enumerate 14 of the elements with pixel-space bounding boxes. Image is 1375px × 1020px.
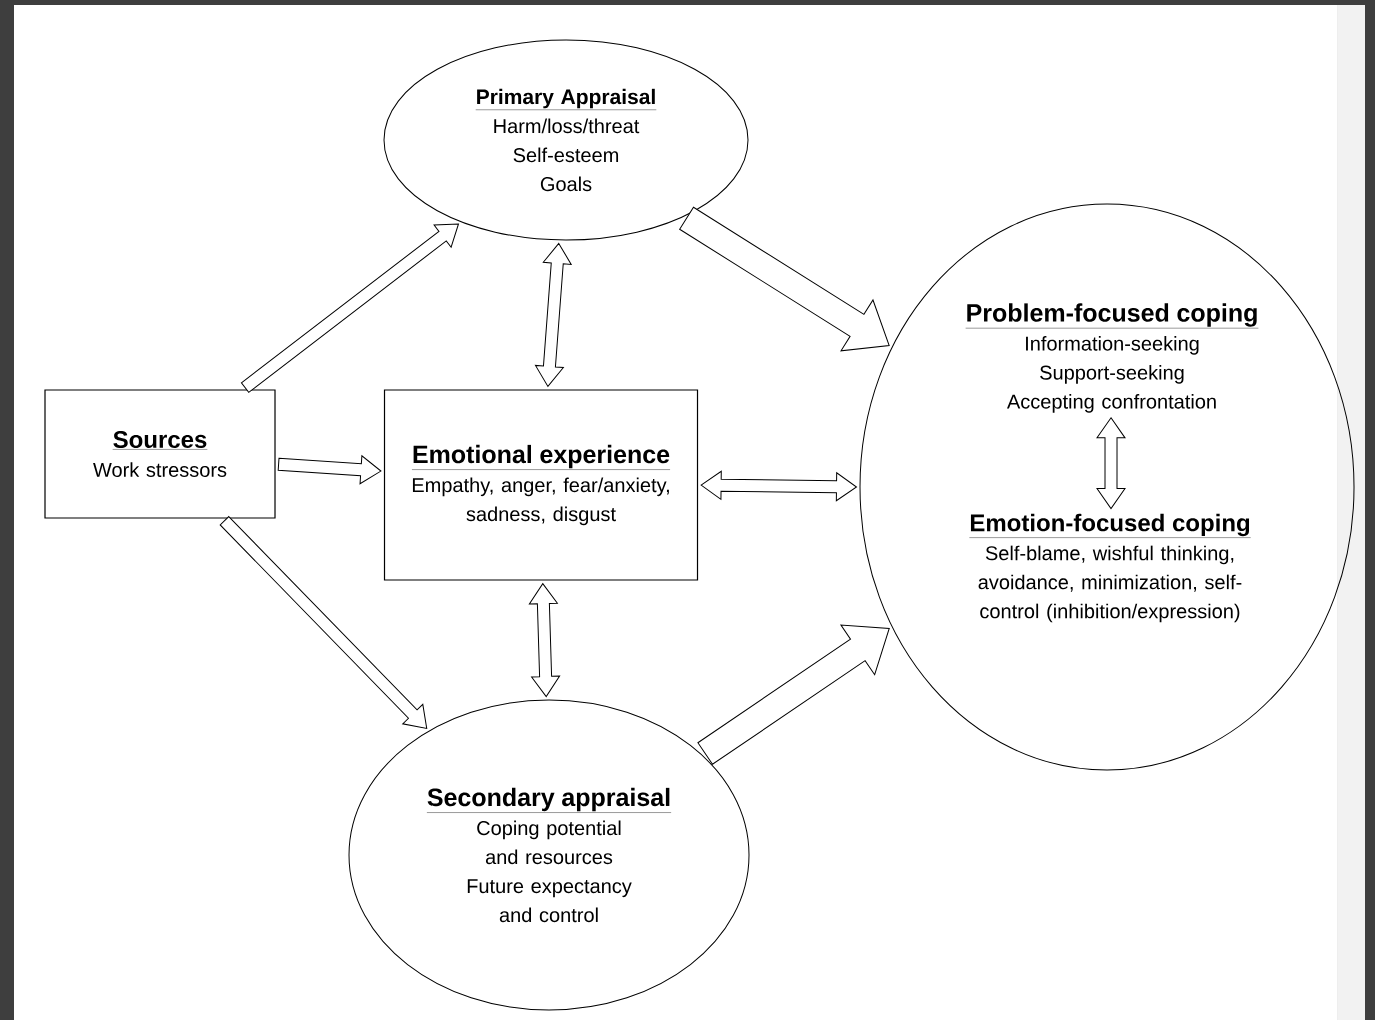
block-arrow bbox=[679, 206, 890, 352]
block-arrow bbox=[534, 242, 572, 387]
block-arrow bbox=[277, 455, 382, 485]
coping-ellipse bbox=[859, 203, 1355, 771]
block-arrow bbox=[240, 223, 459, 393]
block-arrow bbox=[1096, 417, 1126, 510]
process-box: Sources Work stressors bbox=[44, 389, 276, 519]
block-arrow bbox=[219, 516, 428, 729]
block-arrow bbox=[700, 470, 857, 502]
block-arrow bbox=[528, 583, 561, 698]
process-box: Emotional experience Empathy, anger, fear/anxiety, sadness, disgust bbox=[383, 389, 699, 581]
block-arrow bbox=[697, 624, 890, 765]
coping-text: Problem-focused coping Information-seeking Support-seeking Accepting confrontation bbox=[965, 303, 1259, 413]
coping-text: Emotion-focused coping Self-blame, wishful thinking, avoidance, minimization, self-control (inhibition/expression) bbox=[969, 513, 1251, 623]
